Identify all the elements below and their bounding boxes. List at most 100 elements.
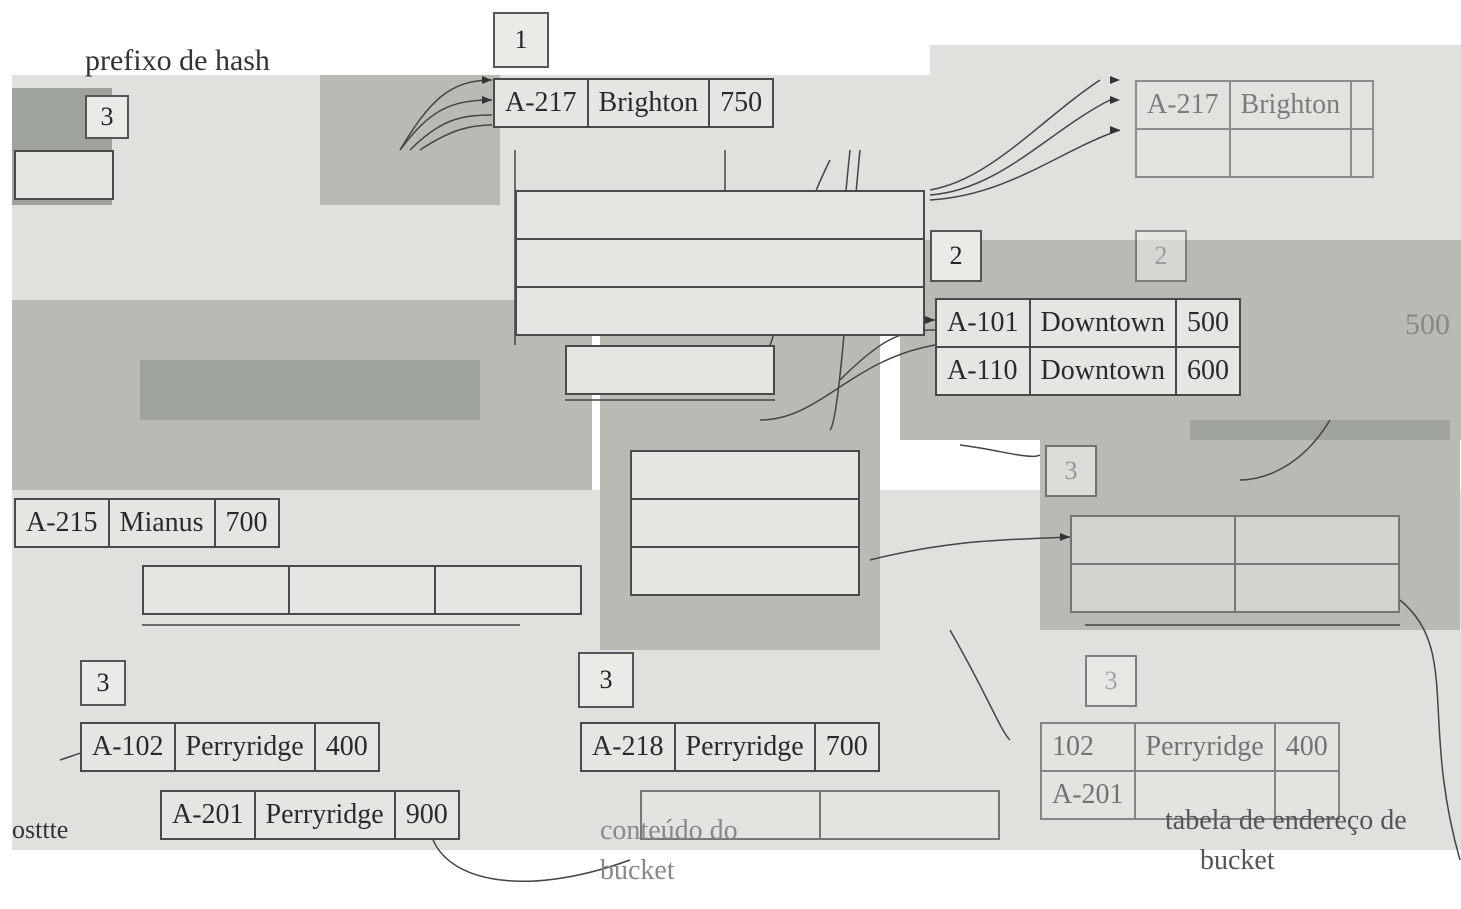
pointer-arrow [839, 329, 936, 381]
record-key: A-217 [493, 78, 589, 128]
bucket-address-table-label-2: bucket [1200, 845, 1275, 876]
noise-band [930, 45, 1461, 85]
record-balance [1350, 80, 1375, 130]
record-branch: Perryridge [673, 722, 816, 772]
record-balance: 500 [1175, 298, 1241, 348]
empty-slot [640, 790, 821, 840]
bucket-address-table [14, 150, 114, 200]
bucket-contents-label: conteúdo do [600, 815, 738, 846]
table-row: A-217 Brighton [1135, 80, 1375, 130]
record-branch: Mianus [107, 498, 216, 548]
pointer-arrow [399, 79, 493, 151]
empty-slot [1273, 770, 1340, 820]
arrowhead [1110, 126, 1120, 134]
empty-slot [515, 190, 925, 240]
ghost-bucket-3 [1070, 515, 1400, 613]
table-row: A-201 [1040, 770, 1340, 820]
table-row: A-110 Downtown 600 [935, 346, 1241, 396]
pointer-arrow [1399, 599, 1461, 861]
record-branch: Perryridge [253, 790, 396, 840]
record-key: A-201 [1040, 770, 1136, 820]
middle-empty-slots [565, 345, 775, 395]
arrowhead [1110, 76, 1120, 84]
ghost-balance: 500 [1405, 308, 1450, 341]
empty-slot [1070, 515, 1236, 565]
arrowhead [925, 316, 935, 324]
empty-slot [434, 565, 582, 615]
pointer-arrow [759, 344, 936, 421]
bucket-depth-box: 3 [80, 660, 126, 706]
record-balance: 400 [313, 722, 380, 772]
ghost-depth-box: 2 [1135, 230, 1187, 282]
record-branch: Perryridge [173, 722, 316, 772]
arrowhead [1110, 96, 1120, 104]
empty-slot [142, 565, 290, 615]
bucket-3-records: A-215 Mianus 700 [14, 498, 280, 548]
noise-block [320, 75, 500, 205]
bucket-5-empty-slots [640, 790, 1000, 840]
empty-slot [1133, 770, 1276, 820]
empty-slot [515, 286, 925, 336]
table-row: A-215 Mianus 700 [14, 498, 280, 548]
ghost-bucket-1-records: A-217 Brighton [1135, 80, 1375, 178]
bucket-contents-label-2: bucket [600, 855, 675, 886]
empty-slot [1234, 515, 1400, 565]
record-key: A-201 [160, 790, 256, 840]
record-branch: Perryridge [1133, 722, 1276, 772]
record-balance: 400 [1273, 722, 1340, 772]
bucket-depth-box: 1 [493, 12, 549, 68]
record-balance: 600 [1175, 346, 1241, 396]
record-branch: Downtown [1028, 298, 1178, 348]
record-balance: 700 [213, 498, 280, 548]
pointer-arrow [429, 829, 631, 883]
empty-slot [515, 238, 925, 288]
ghost-depth-box: 3 [1045, 445, 1097, 497]
empty-slot [1228, 128, 1353, 178]
pointer-arrow [1239, 419, 1331, 481]
bucket-depth-box: 3 [578, 652, 634, 708]
ghost-depth-box: 3 [1085, 655, 1137, 707]
pointer-arrow [399, 99, 493, 151]
global-depth-box: 3 [85, 95, 129, 139]
record-key: A-102 [80, 722, 176, 772]
record-key: A-218 [580, 722, 676, 772]
middle-empty-slots [630, 450, 860, 596]
noise-block [140, 360, 480, 420]
bucket-1-records: A-217 Brighton 750 [493, 78, 775, 128]
table-row: A-218 Perryridge 700 [580, 722, 880, 772]
empty-slot [1135, 128, 1231, 178]
empty-slot [565, 345, 775, 395]
pointer-arrow [929, 129, 1121, 201]
empty-slot [819, 790, 1000, 840]
address-cell [14, 150, 114, 200]
table-row: A-101 Downtown 500 [935, 298, 1241, 348]
record-balance: 900 [393, 790, 460, 840]
bucket-4-records: A-102 Perryridge 400 [80, 722, 380, 772]
record-key: A-215 [14, 498, 110, 548]
empty-slot [1234, 563, 1400, 613]
bucket-1-empty-slots [515, 190, 925, 336]
empty-slot [630, 498, 860, 548]
pointer-arrow [869, 536, 1071, 561]
table-row: A-201 Perryridge 900 [160, 790, 460, 840]
pointer-arrow [419, 124, 493, 151]
table-row [1135, 128, 1375, 178]
empty-slot [630, 546, 860, 596]
left-fragment-label: osttte [12, 815, 69, 844]
empty-slot [288, 565, 436, 615]
empty-slot [1350, 128, 1375, 178]
bucket-2-records: A-101 Downtown 500 A-110 Downtown 600 [935, 298, 1241, 396]
pointer-arrow [949, 629, 1011, 741]
pointer-arrow [959, 444, 1041, 458]
record-branch: Brighton [586, 78, 711, 128]
arrowhead [482, 96, 492, 104]
record-key: A-101 [935, 298, 1031, 348]
bucket-5-records: A-218 Perryridge 700 [580, 722, 880, 772]
pointer-arrow [409, 114, 493, 151]
bucket-3-empty-slots [142, 565, 582, 615]
arrowhead [1060, 533, 1070, 541]
record-branch: Downtown [1028, 346, 1178, 396]
table-row: A-102 Perryridge 400 [80, 722, 380, 772]
hash-prefix-label: prefixo de hash [85, 44, 270, 77]
pointer-arrow [929, 99, 1111, 196]
